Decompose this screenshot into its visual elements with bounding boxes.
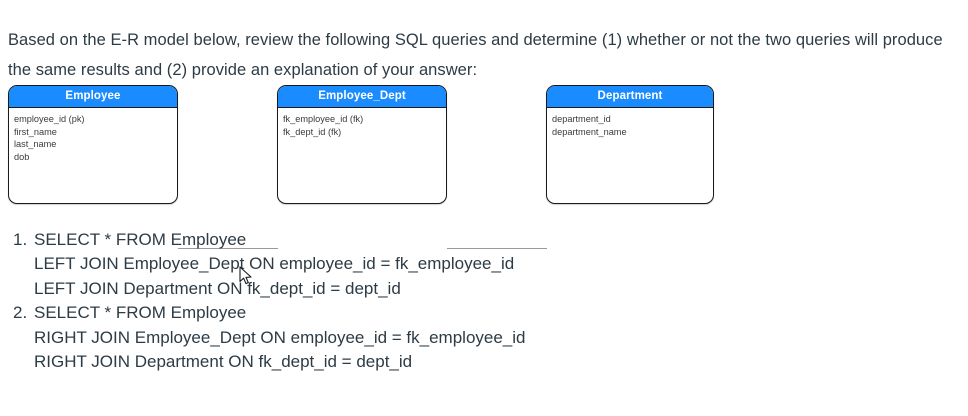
entity-box-employee-dept[interactable]: Employee_Dept fk_employee_id (fk) fk_dep… — [277, 85, 447, 204]
field-row: dob — [14, 151, 30, 162]
entity-title-employee-dept: Employee_Dept — [278, 86, 446, 108]
query-line: LEFT JOIN Department ON fk_dept_id = dep… — [34, 278, 401, 298]
field-row: first_name — [14, 126, 57, 137]
query-line: SELECT * FROM Employee — [34, 303, 247, 323]
connector-employee-to-employee-dept — [178, 248, 278, 249]
query-item-1: 1. SELECT * FROM Employee LEFT JOIN Empl… — [0, 228, 700, 301]
query-line: LEFT JOIN Employee_Dept ON employee_id =… — [34, 254, 515, 274]
query-number: 2. — [13, 303, 28, 323]
connector-employee-dept-to-department — [447, 248, 547, 249]
sql-query-list: 1. SELECT * FROM Employee LEFT JOIN Empl… — [0, 228, 700, 374]
entity-box-department[interactable]: Department department_id department_name — [546, 85, 714, 204]
entity-fields-employee: employee_id (pk) first_name last_name do… — [9, 108, 177, 163]
query-line: SELECT * FROM Employee — [34, 230, 247, 249]
field-row: department_id — [552, 114, 611, 124]
entity-fields-employee-dept: fk_employee_id (fk) fk_dept_id (fk) — [278, 108, 446, 138]
entity-box-employee[interactable]: Employee employee_id (pk) first_name las… — [8, 85, 178, 204]
query-line: RIGHT JOIN Department ON fk_dept_id = de… — [34, 352, 413, 372]
entity-fields-department: department_id department_name — [547, 108, 713, 138]
field-row: fk_dept_id (fk) — [283, 126, 342, 137]
field-row: fk_employee_id (fk) — [283, 114, 364, 124]
field-row: department_name — [552, 126, 627, 137]
query-item-2: 2. SELECT * FROM Employee RIGHT JOIN Emp… — [0, 301, 700, 374]
field-row: last_name — [14, 139, 57, 150]
prompt-paragraph: Based on the E-R model below, review the… — [8, 30, 943, 79]
er-diagram: Employee employee_id (pk) first_name las… — [0, 85, 968, 249]
query-line: RIGHT JOIN Employee_Dept ON employee_id … — [34, 327, 526, 347]
query-number: 1. — [13, 230, 28, 249]
entity-title-employee: Employee — [9, 86, 177, 108]
field-row: employee_id (pk) — [14, 114, 85, 124]
entity-title-department: Department — [547, 86, 713, 108]
